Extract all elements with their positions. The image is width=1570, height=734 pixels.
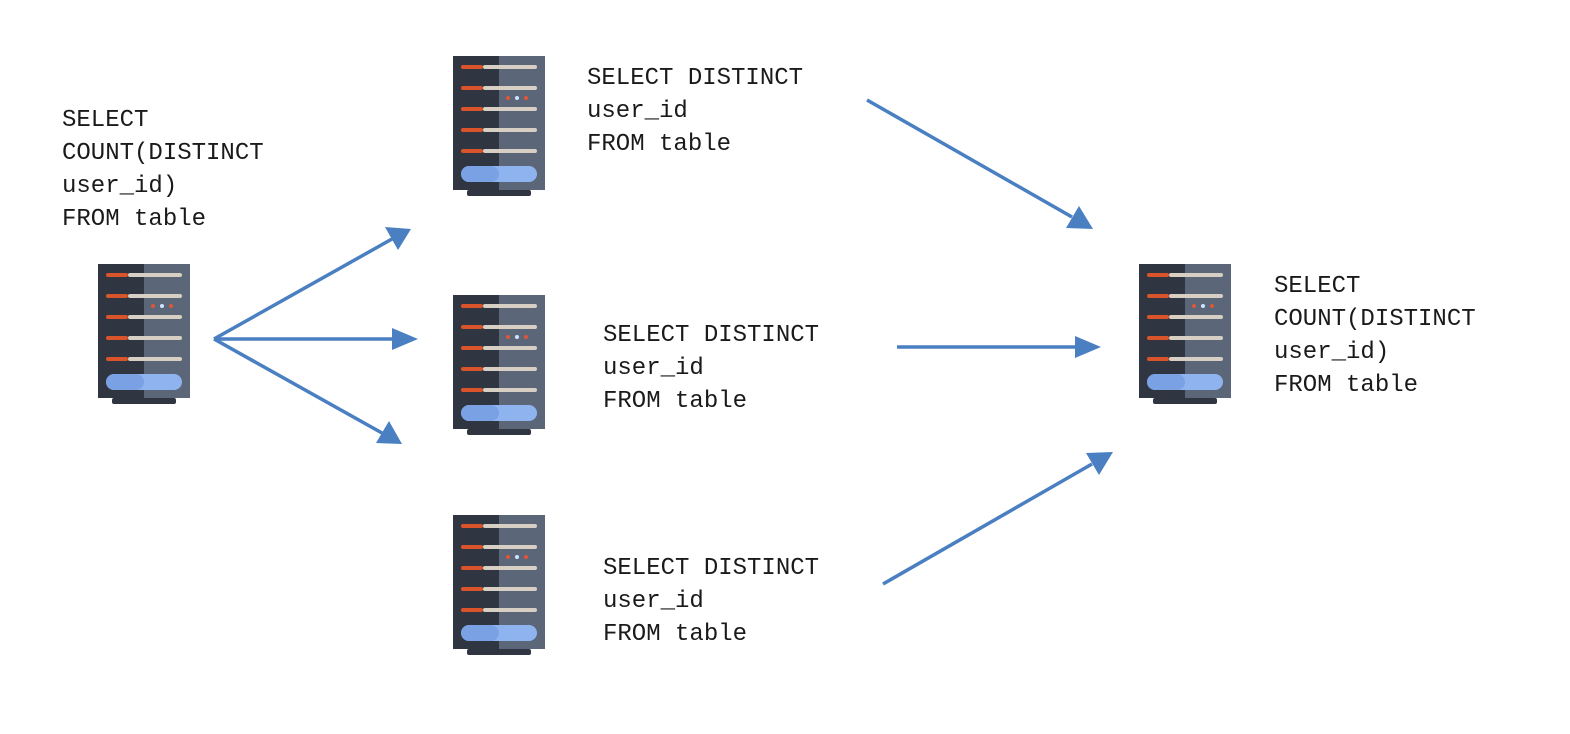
query-line: SELECT DISTINCT bbox=[603, 555, 820, 582]
query-line: SELECT bbox=[62, 107, 149, 134]
query-line: FROM table bbox=[587, 131, 732, 158]
query-line: COUNT(DISTINCT bbox=[1274, 306, 1476, 333]
query-line: user_id bbox=[587, 98, 688, 125]
query-line: SELECT bbox=[1274, 273, 1361, 300]
fanout-arrow-mid bbox=[214, 328, 418, 350]
query-line: user_id) bbox=[1274, 339, 1390, 366]
fanin-arrow-top bbox=[866, 98, 1093, 229]
fanin-arrow-mid bbox=[897, 336, 1101, 358]
query-line: FROM table bbox=[62, 206, 207, 233]
query-line: SELECT DISTINCT bbox=[603, 322, 820, 349]
query-line: FROM table bbox=[1274, 372, 1419, 399]
fanin-arrow-bottom bbox=[882, 452, 1113, 586]
query-line: user_id bbox=[603, 588, 704, 615]
fanout-arrow-up bbox=[213, 227, 411, 341]
query-line: SELECT DISTINCT bbox=[587, 65, 804, 92]
query-line: user_id bbox=[603, 355, 704, 382]
query-line: user_id) bbox=[62, 173, 178, 200]
query-line: FROM table bbox=[603, 621, 748, 648]
fanout-arrow-down bbox=[213, 337, 402, 444]
query-line: FROM table bbox=[603, 388, 748, 415]
coordinator-query: SELECT COUNT(DISTINCT user_id) FROM table bbox=[62, 104, 264, 236]
aggregator-query: SELECT COUNT(DISTINCT user_id) FROM table bbox=[1274, 270, 1476, 402]
query-line: COUNT(DISTINCT bbox=[62, 140, 264, 167]
